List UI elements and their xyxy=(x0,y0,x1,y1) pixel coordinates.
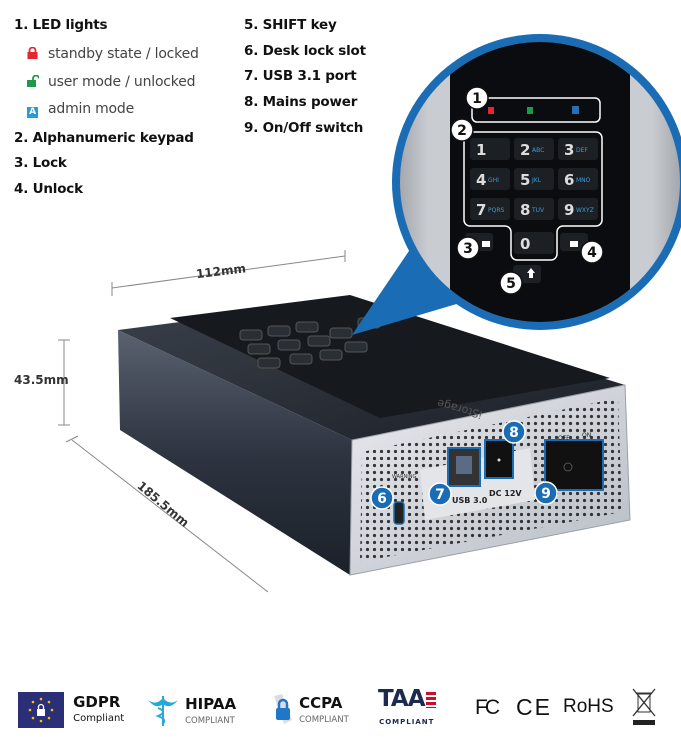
keypad-key: 0 xyxy=(514,232,554,254)
legend-text: user mode / unlocked xyxy=(48,74,196,90)
ccpa-badge: CCPA COMPLIANT xyxy=(272,692,349,730)
callout-marker-2: 2 xyxy=(450,118,474,142)
legend-item: 3. Lock xyxy=(14,155,67,171)
key-number: 7 xyxy=(476,201,486,219)
svg-text:6: 6 xyxy=(377,491,387,507)
ccpa-sub: COMPLIANT xyxy=(299,714,349,725)
legend-text: admin mode xyxy=(48,101,135,117)
hipaa-label: HIPAA xyxy=(185,694,237,713)
warning-label: WARNING xyxy=(392,474,417,480)
legend-item: 9. On/Off switch xyxy=(244,120,364,136)
legend-subitem: standby state / locked xyxy=(27,46,199,62)
svg-text:9: 9 xyxy=(541,486,551,502)
hipaa-sub: COMPLIANT xyxy=(185,715,235,726)
legend-item: 6. Desk lock slot xyxy=(244,43,366,59)
legend-item: 8. Mains power xyxy=(244,94,358,110)
legend-item: 7. USB 3.1 port xyxy=(244,68,357,84)
key-number: 3 xyxy=(564,141,574,159)
gdpr-sub: Compliant xyxy=(73,713,125,724)
legend-text: standby state / locked xyxy=(48,46,199,62)
key-letters: MNO xyxy=(576,177,591,184)
key-letters: PQRS xyxy=(488,207,505,214)
taa-label: TAA xyxy=(378,686,426,712)
green-unlock-icon xyxy=(27,74,40,87)
ce-mark: CE xyxy=(516,694,552,720)
off-label: OFF xyxy=(558,435,570,442)
gdpr-label: GDPR xyxy=(73,693,121,711)
dimension-width: 112mm xyxy=(195,261,246,281)
rohs-mark: RoHS xyxy=(563,696,614,717)
key-number: 4 xyxy=(476,171,486,189)
key-letters: ABC xyxy=(532,147,544,154)
weee-bin-icon xyxy=(630,686,658,730)
key-letters: JKL xyxy=(531,177,542,184)
key-number: 9 xyxy=(564,201,574,219)
callout-marker-5: 5 xyxy=(499,271,523,295)
flag-stripes-icon xyxy=(425,692,436,708)
legend-item: 1. LED lights xyxy=(14,17,108,33)
callout-marker-4: 4 xyxy=(580,240,604,264)
keypad-key: 1 xyxy=(470,138,510,160)
legend-subitem: user mode / unlocked xyxy=(27,74,196,90)
key-letters: DEF xyxy=(576,147,588,154)
callout-marker-3: 3 xyxy=(456,236,480,260)
key-number: 6 xyxy=(564,171,574,189)
desk-lock-slot xyxy=(393,501,405,525)
callout-marker-1: 1 xyxy=(465,86,489,110)
key-letters: GHI xyxy=(488,177,499,184)
callout-marker-7: 7 xyxy=(428,482,452,506)
gdpr-badge: GDPR Compliant xyxy=(18,692,124,728)
legend-item: 5. SHIFT key xyxy=(244,17,337,33)
blue-lock-icon xyxy=(272,692,294,730)
legend-item: 4. Unlock xyxy=(14,181,83,197)
key-letters: WXYZ xyxy=(576,207,594,214)
on-label: ON xyxy=(582,432,591,439)
svg-text:1: 1 xyxy=(472,91,482,107)
admin-a-icon: A xyxy=(27,107,38,118)
taa-badge: TAA COMPLIANT xyxy=(378,688,436,731)
dimension-length: 185.5mm xyxy=(134,479,191,530)
ccpa-label: CCPA xyxy=(299,693,343,712)
svg-text:2: 2 xyxy=(457,123,467,139)
svg-text:3: 3 xyxy=(463,241,473,257)
svg-text:5: 5 xyxy=(506,276,516,292)
dimension-lines xyxy=(58,250,346,593)
hipaa-badge: HIPAA COMPLIANT xyxy=(146,692,236,732)
usb-label: USB 3.0 xyxy=(452,496,488,505)
svg-text:8: 8 xyxy=(509,425,519,441)
svg-text:4: 4 xyxy=(587,245,597,261)
callout-marker-9: 9 xyxy=(534,481,558,505)
fcc-mark: FC xyxy=(475,696,500,719)
device-body: iStorage WARNING USB 3.0 DC 12V OFF ON xyxy=(118,295,631,576)
callout-marker-6: 6 xyxy=(370,486,394,510)
key-number: 0 xyxy=(520,235,530,253)
key-number: 1 xyxy=(476,141,486,159)
key-number: 2 xyxy=(520,141,530,159)
key-number: 8 xyxy=(520,201,530,219)
taa-sub: COMPLIANT xyxy=(379,718,435,726)
callout-marker-8: 8 xyxy=(502,420,526,444)
power-switch xyxy=(544,439,604,491)
key-number: 5 xyxy=(520,171,530,189)
dimension-height: 43.5mm xyxy=(14,373,69,387)
eu-lock-icon xyxy=(18,692,64,728)
compliance-badges: GDPR Compliant HIPAA COMPLIANT CCPA COMPLIA… xyxy=(0,686,681,728)
dc-label: DC 12V xyxy=(489,489,522,498)
caduceus-icon xyxy=(146,692,180,732)
key-letters: TUV xyxy=(531,207,545,214)
svg-text:7: 7 xyxy=(435,487,445,503)
red-lock-icon xyxy=(27,46,38,59)
legend-item: 2. Alphanumeric keypad xyxy=(14,130,194,146)
device-illustration: 112mm 43.5mm 185.5mm iStorage WARNING US… xyxy=(14,34,681,593)
